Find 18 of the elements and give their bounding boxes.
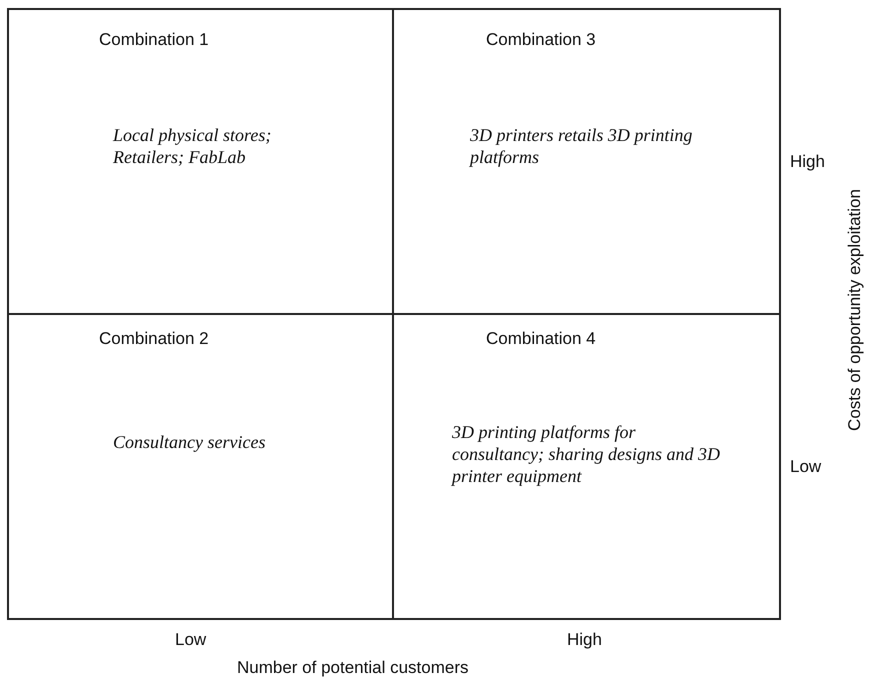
quadrant-description: Local physical stores; Retailers; FabLab	[113, 124, 272, 168]
quadrant-box	[392, 8, 781, 315]
quadrant-heading: Combination 2	[99, 329, 209, 349]
quadrant-heading: Combination 4	[486, 329, 596, 349]
quadrant-heading: Combination 3	[486, 30, 596, 50]
axis-tick-label: Low	[790, 457, 822, 477]
axis-title: Costs of opportunity exploitation	[844, 189, 865, 431]
axis-title: Number of potential customers	[237, 658, 468, 678]
axis-tick-label: High	[790, 152, 825, 172]
quadrant-description: 3D printers retails 3D printing platforms	[470, 124, 694, 168]
axis-tick-label: Low	[175, 630, 206, 650]
axis-tick-label: High	[567, 630, 602, 650]
quadrant-box	[7, 8, 394, 315]
quadrant-heading: Combination 1	[99, 30, 209, 50]
quadrant-box	[7, 313, 394, 620]
quadrant-description: 3D printing platforms for consultancy; sharing designs and 3D printer equipment	[452, 421, 721, 487]
quadrant-description: Consultancy services	[113, 431, 266, 453]
quadrant-box	[392, 313, 781, 620]
